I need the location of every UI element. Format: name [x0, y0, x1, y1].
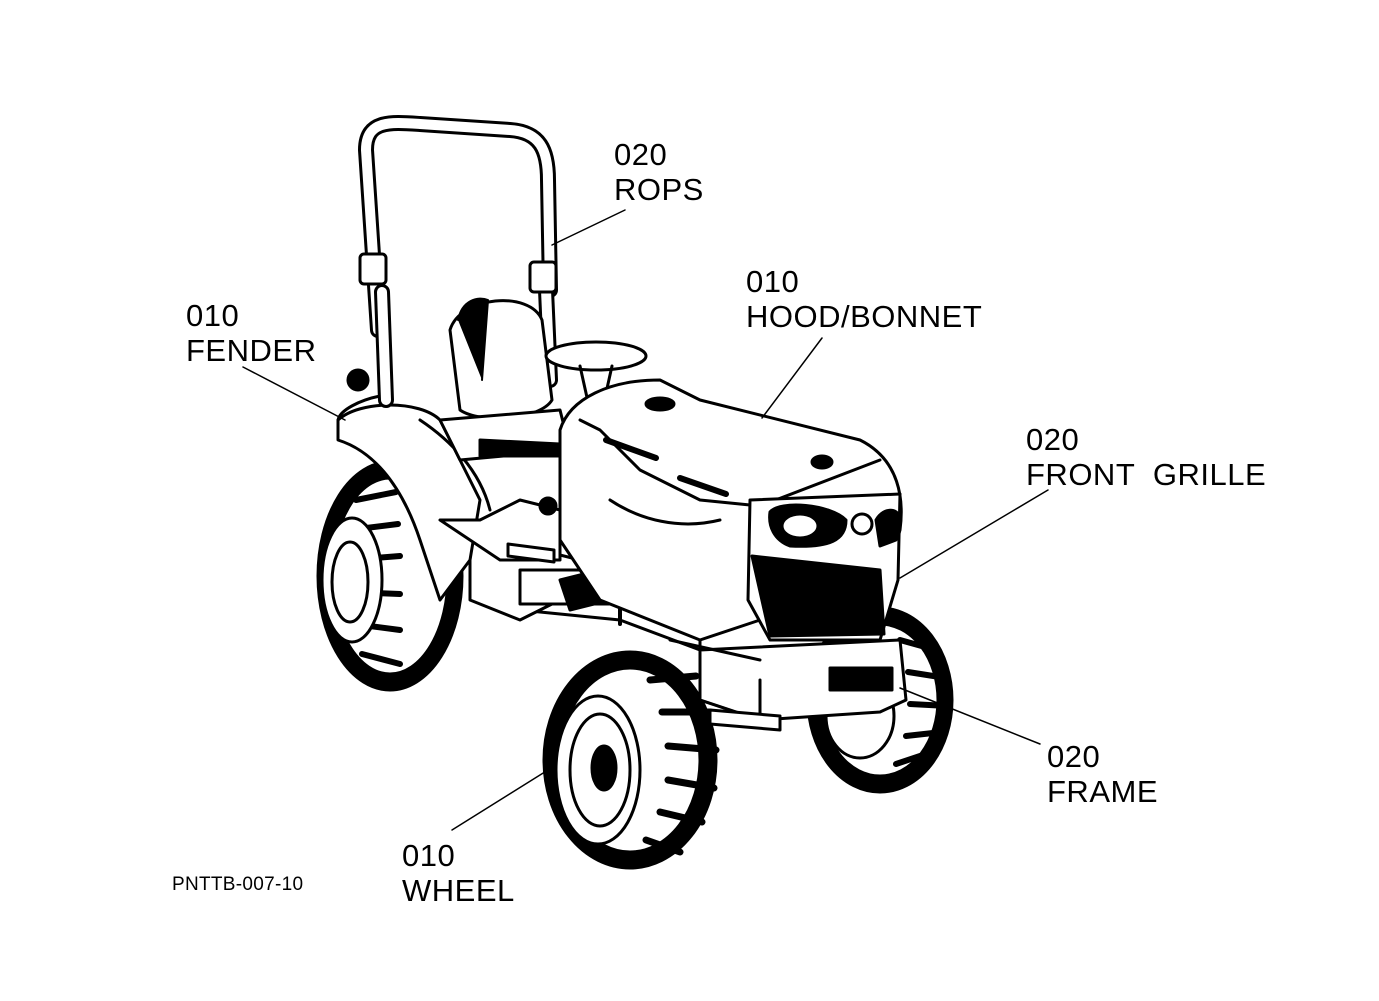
callout-grille-code: 020 [1026, 422, 1080, 457]
callout-hood: 010 HOOD/BONNET [746, 264, 982, 334]
callout-hood-code: 010 [746, 264, 800, 299]
callout-front-grille: 020 FRONT GRILLE [1026, 422, 1266, 492]
steering-wheel [544, 340, 648, 422]
callout-rops: 020 ROPS [614, 137, 704, 207]
leader-fender [242, 366, 346, 421]
rops [346, 115, 558, 408]
front-left-tire [542, 650, 720, 870]
leader-frame [899, 687, 1041, 745]
callout-fender-code: 010 [186, 298, 240, 333]
front-grille [746, 492, 902, 642]
callout-wheel: 010 WHEEL [402, 838, 515, 908]
callout-rops-code: 020 [614, 137, 668, 172]
seat [438, 297, 572, 462]
fender [336, 394, 562, 602]
leader-grille [899, 489, 1049, 579]
callout-wheel-code: 010 [402, 838, 456, 873]
callout-wheel-name: WHEEL [402, 873, 515, 908]
front-frame [698, 638, 908, 732]
leader-wheel [451, 769, 549, 831]
callout-fender: 010 FENDER [186, 298, 316, 368]
diagram-id: PNTTB-007-10 [172, 874, 304, 895]
callout-rops-name: ROPS [614, 172, 704, 207]
callout-frame-code: 020 [1047, 739, 1101, 774]
callout-grille-name: FRONT GRILLE [1026, 457, 1267, 492]
leader-lines [242, 209, 1049, 831]
callout-fender-name: FENDER [186, 333, 317, 368]
leader-hood [761, 337, 823, 419]
callout-frame-name: FRAME [1047, 774, 1158, 809]
callout-hood-name: HOOD/BONNET [746, 299, 983, 334]
callout-frame: 020 FRAME [1047, 739, 1158, 809]
leader-rops [551, 209, 626, 246]
